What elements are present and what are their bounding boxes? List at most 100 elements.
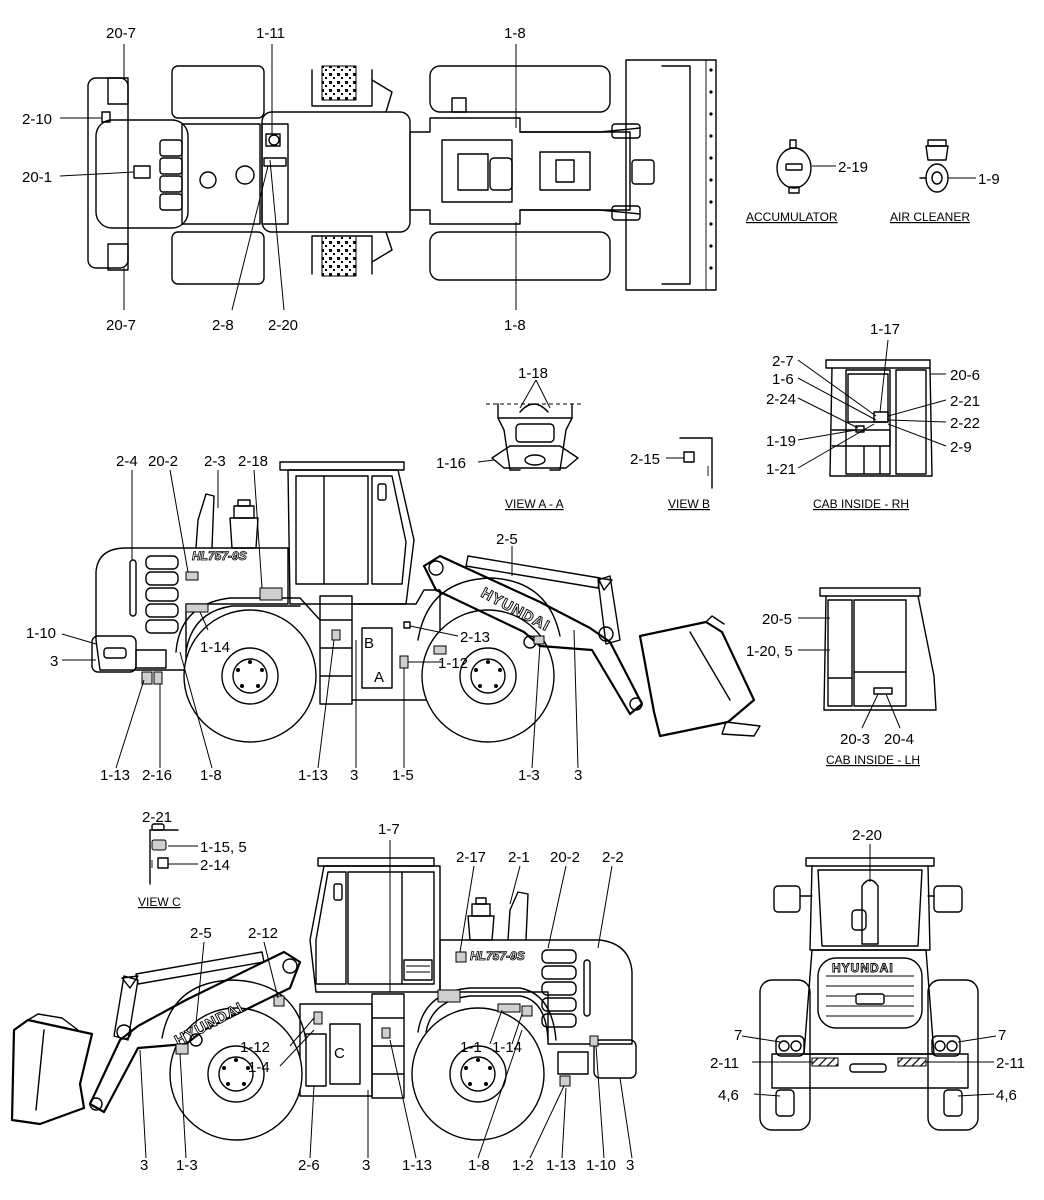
label: 2-10 [22, 111, 52, 128]
top-step-lower [321, 235, 357, 277]
label: 1-8 [504, 25, 526, 42]
view-c-decal-mid [151, 839, 167, 851]
rear-leaders [741, 844, 997, 1097]
label: 2-5 [496, 531, 518, 548]
label: 2-21 [142, 809, 172, 826]
view-c: 2-21 1-15, 5 2-14 VIEW C [138, 809, 247, 909]
top-rear-tire-right [171, 231, 265, 285]
top-front-frame [409, 117, 631, 225]
top-leaders [59, 44, 517, 311]
label: 1-13 [546, 1157, 576, 1174]
label: 1-8 [504, 317, 526, 334]
label: 20-6 [950, 367, 980, 384]
lh-bucket [638, 620, 756, 738]
label: 1-11 [256, 25, 285, 42]
label: 2-6 [298, 1157, 320, 1174]
lh-leaders [61, 469, 579, 769]
label: 2-16 [142, 767, 172, 784]
accumulator-body [776, 147, 812, 189]
air-cleaner-view: 1-9 AIR CLEANER [890, 139, 1000, 224]
lh-decal-1-3 [533, 635, 545, 645]
label: 4,6 [718, 1087, 739, 1104]
rear-grille-slats [826, 975, 914, 1017]
lh-rear-hub-bolts [236, 660, 264, 688]
label: 20-2 [148, 453, 178, 470]
rear-lamp-right [931, 1035, 961, 1057]
top-view: 20-7 1-11 1-8 2-10 20-1 20-7 2-8 2-20 1-… [22, 25, 717, 334]
label: 1-15, 5 [200, 839, 247, 856]
label: 1-3 [176, 1157, 198, 1174]
lh-lift-cylinder [465, 555, 601, 589]
lh-decal-1-13 [141, 671, 153, 685]
label: 2-1 [508, 849, 530, 866]
lh-cab-roof [279, 461, 405, 471]
label: 1-9 [978, 171, 1000, 188]
view-b: 2-15 VIEW B [630, 437, 713, 511]
rear-mirror-left [773, 885, 801, 913]
label: 1-6 [772, 371, 794, 388]
lh-decal-1-12 [399, 655, 409, 669]
rh-decal-1-10 [589, 1035, 599, 1047]
rh-decal-1-13 [559, 1075, 571, 1087]
view-title: CAB INSIDE - LH [826, 753, 920, 767]
rh-bucket [10, 1018, 94, 1126]
rh-decal-step [437, 989, 461, 1003]
lh-front-tire [421, 609, 555, 743]
top-decal-20-1 [133, 165, 151, 179]
lh-decal-2-16 [135, 649, 167, 669]
rh-decal-1-3 [175, 1043, 189, 1055]
view-title: AIR CLEANER [890, 210, 970, 224]
view-title: VIEW A - A [505, 497, 564, 511]
label: 1-12 [240, 1039, 270, 1056]
top-decal-1-11 [265, 133, 281, 147]
label: 1-5 [392, 767, 414, 784]
label: 1-20, 5 [746, 643, 793, 660]
label: 2-24 [766, 391, 796, 408]
rear-lamp-left [775, 1035, 805, 1057]
label: 1-3 [518, 767, 540, 784]
rear-tire-right [927, 979, 979, 1131]
cab-inside-lh: 20-5 1-20, 5 20-3 20-4 CAB INSIDE - LH [746, 587, 937, 767]
accumulator-view: 2-19 ACCUMULATOR [746, 139, 868, 224]
cab-lh-decal [873, 687, 893, 695]
label: 1-4 [248, 1059, 270, 1076]
rh-boom [88, 950, 302, 1114]
side-view-lh: HL757-9S B A [26, 453, 761, 784]
rear-grille-brand: HYUNDAI [832, 961, 894, 975]
view-b-decal [683, 451, 695, 463]
label: 2-17 [456, 849, 486, 866]
rh-decal-2-6 [305, 1033, 327, 1087]
label: 2-19 [838, 159, 868, 176]
label: 1-13 [402, 1157, 432, 1174]
label: 3 [350, 767, 358, 784]
rear-grille [817, 957, 923, 1029]
label: 2-12 [248, 925, 278, 942]
lh-engine-hood [95, 547, 289, 671]
top-rear-lamp-upper [107, 77, 129, 105]
label: 1-16 [436, 455, 466, 472]
rh-front-tire [169, 1007, 303, 1141]
lh-decal-1-10 [433, 645, 447, 655]
lh-center-frame [351, 589, 441, 701]
rh-front-fender [161, 979, 307, 1041]
view-title: VIEW B [668, 497, 710, 511]
label: 1-1 [460, 1039, 482, 1056]
view-c-decal-bottom [157, 857, 169, 869]
rear-view: HYUNDAI 2-20 7 2-11 4,6 [710, 827, 1025, 1131]
label: 2-5 [190, 925, 212, 942]
label: 2-13 [460, 629, 490, 646]
lh-rear-tire [183, 609, 317, 743]
label: 7 [734, 1027, 742, 1044]
top-bucket [625, 59, 717, 291]
lh-decal-1-14 [185, 603, 209, 613]
label: 1-19 [766, 433, 796, 450]
side-view-rh: HL757-9S C [10, 821, 637, 1174]
label: 3 [574, 767, 582, 784]
top-decal-2-10 [101, 111, 111, 123]
lh-decal-20-2 [185, 571, 199, 581]
label: 20-7 [106, 317, 136, 334]
lh-counterweight [91, 635, 137, 673]
rh-decal-2-17 [455, 951, 467, 963]
rh-counterweight [593, 1039, 637, 1079]
